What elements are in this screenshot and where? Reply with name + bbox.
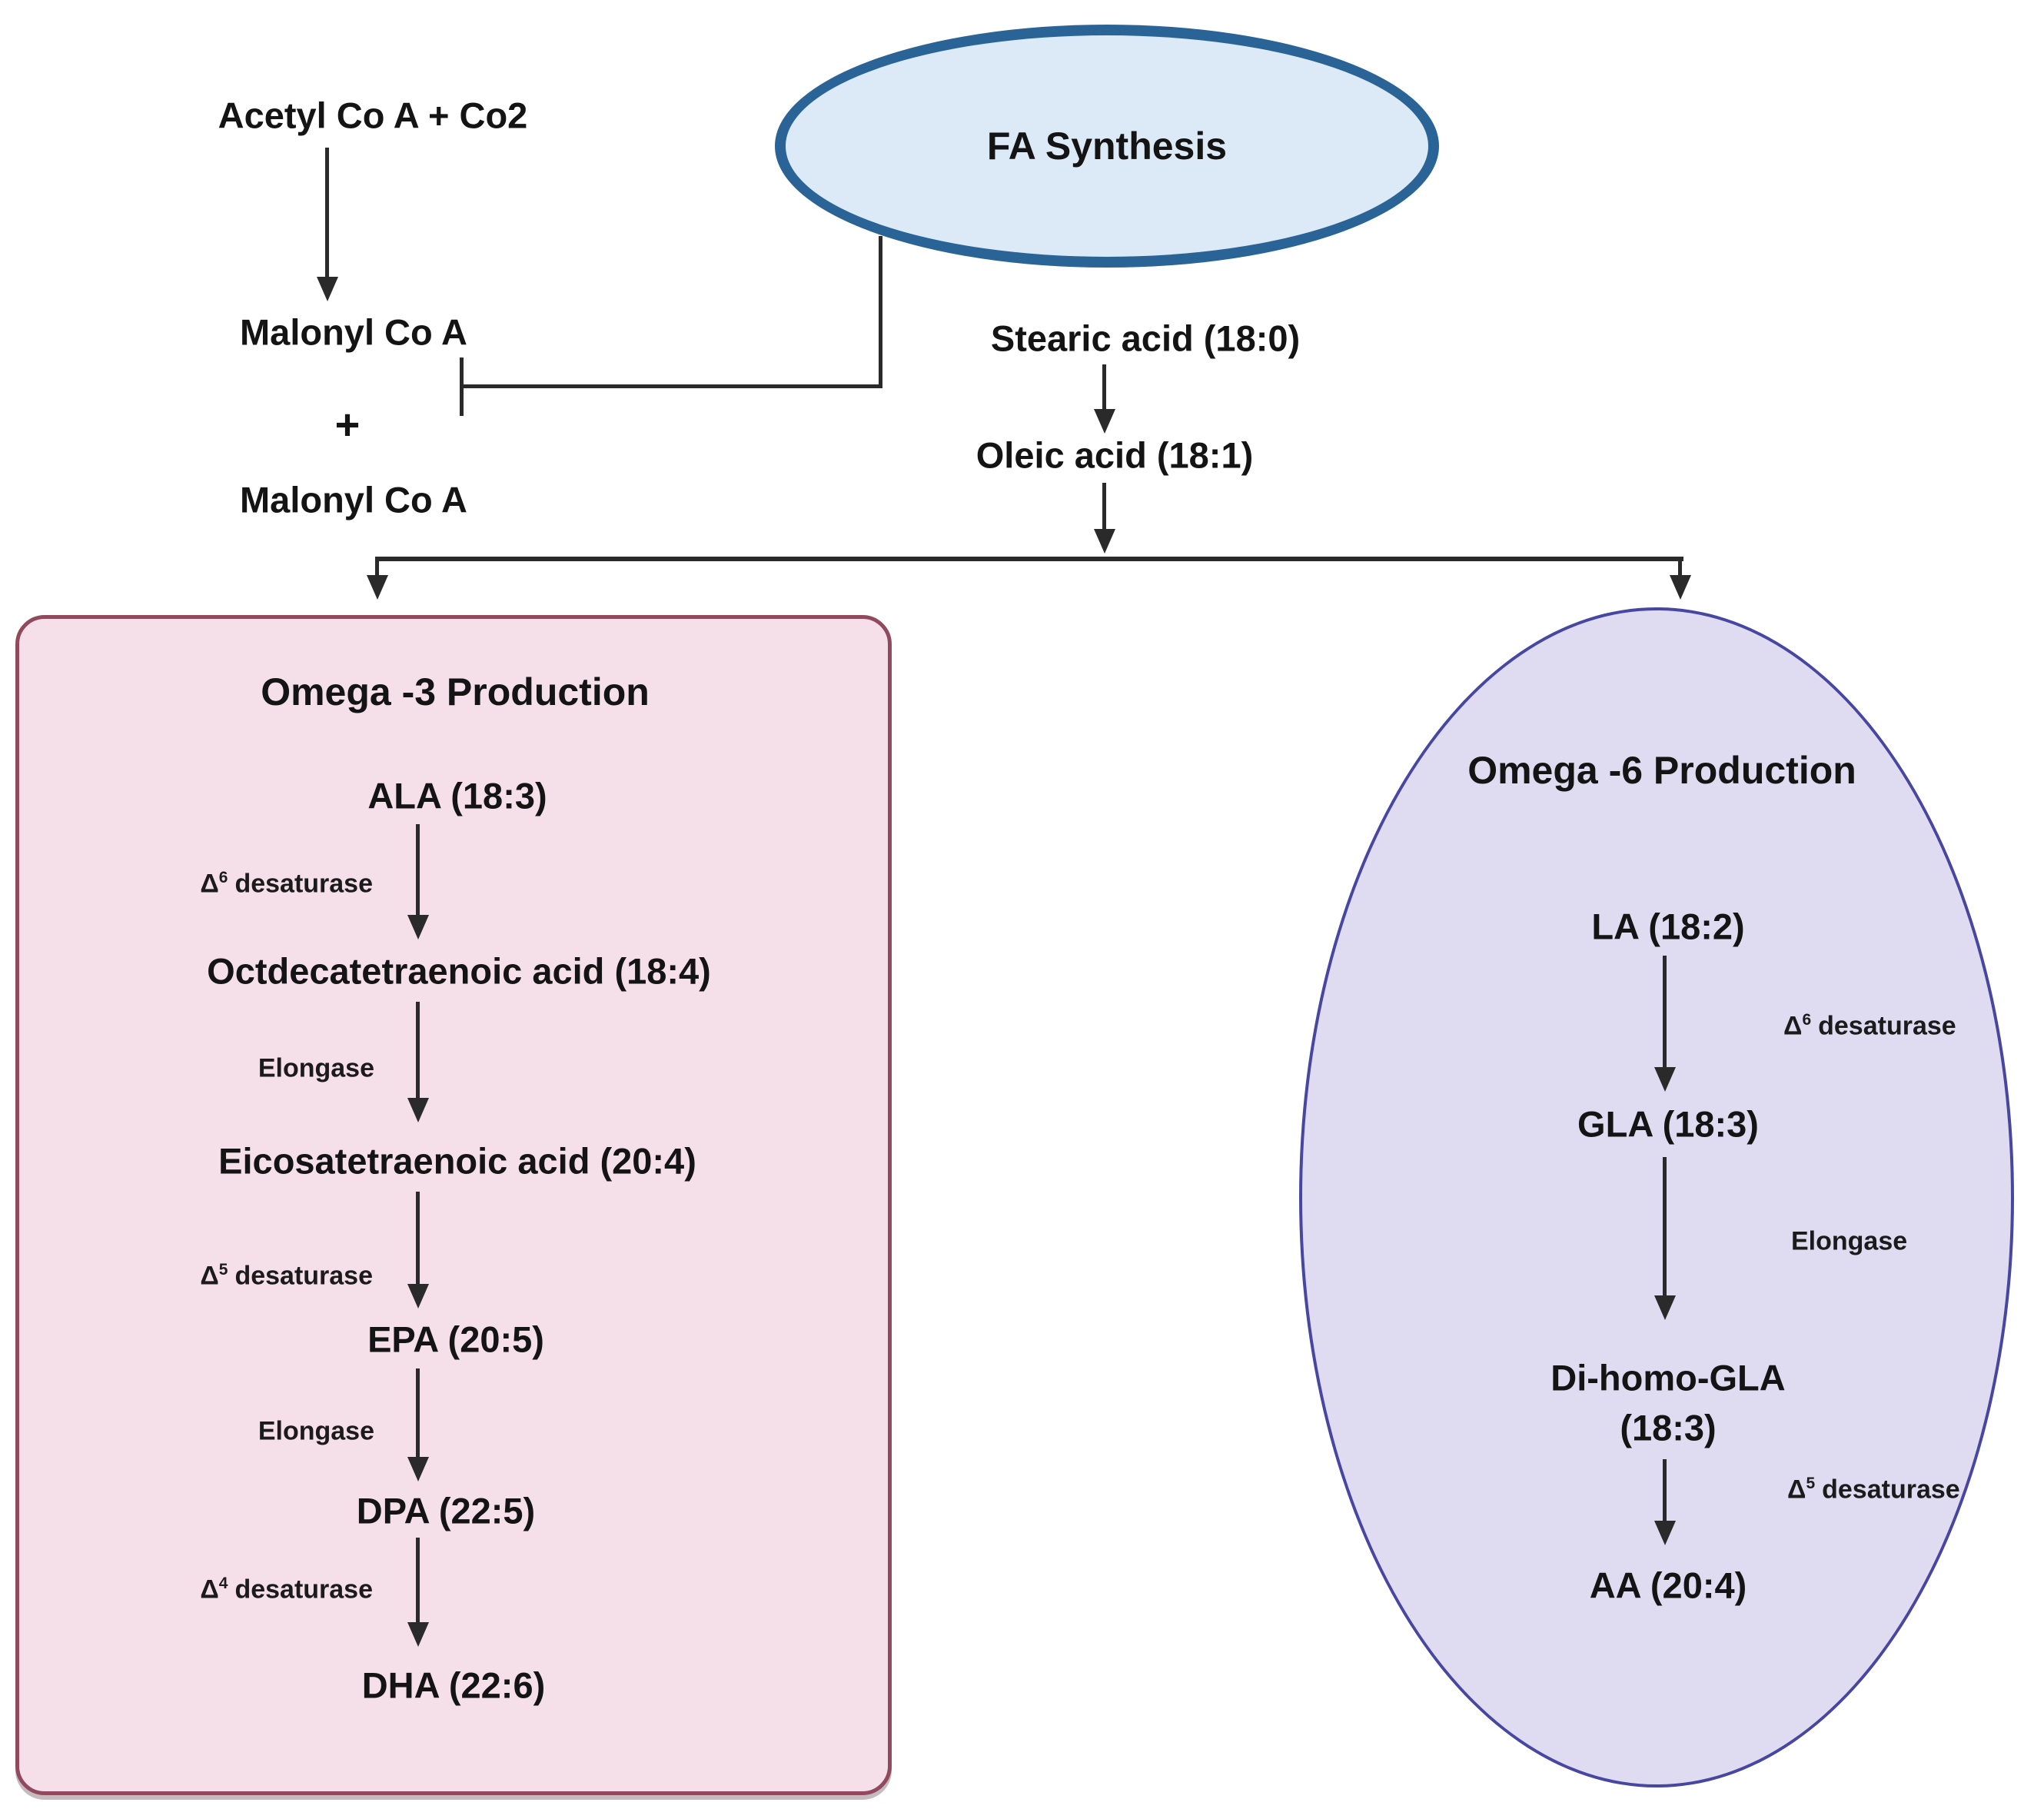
arrow-dihomo-line	[1663, 1459, 1667, 1521]
node-malonyl-coa-top: Malonyl Co A	[240, 311, 467, 353]
node-epa: EPA (20:5)	[367, 1319, 544, 1360]
omega3-production-box	[15, 615, 892, 1795]
arrow-epa-head	[407, 1457, 429, 1481]
arrow-ala-line	[416, 824, 420, 915]
inhibition-tbar-tick	[460, 357, 464, 416]
arrow-dpa-line	[416, 1538, 420, 1622]
node-la: LA (18:2)	[1591, 906, 1745, 947]
node-octdecatetraenoic: Octdecatetraenoic acid (18:4)	[207, 950, 711, 992]
node-aa: AA (20:4)	[1589, 1565, 1747, 1606]
node-acetyl-coa: Acetyl Co A + Co2	[218, 95, 528, 136]
node-malonyl-coa-bottom: Malonyl Co A	[240, 479, 467, 520]
arrow-epa-line	[416, 1368, 420, 1457]
node-gla: GLA (18:3)	[1577, 1103, 1759, 1145]
node-dpa: DPA (22:5)	[356, 1490, 536, 1531]
inhibition-line-vertical	[879, 236, 882, 388]
enzyme-elongase-1-omega3: Elongase	[258, 1053, 374, 1083]
arrow-gla-head	[1654, 1295, 1676, 1320]
omega6-production-ellipse	[1299, 607, 2014, 1787]
node-dihomo-gla-line2: (18:3)	[1620, 1407, 1717, 1448]
arrow-dpa-head	[407, 1622, 429, 1647]
node-eicosatetraenoic: Eicosatetraenoic acid (20:4)	[218, 1140, 696, 1182]
arrow-octdeca-line	[416, 1002, 420, 1098]
node-oleic-acid: Oleic acid (18:1)	[975, 434, 1254, 476]
arrow-eicosa-line	[416, 1192, 420, 1284]
inhibition-line-horizontal	[461, 384, 882, 388]
arrow-dihomo-head	[1654, 1521, 1676, 1545]
node-dihomo-gla-line1: Di-homo-GLA	[1550, 1357, 1786, 1398]
arrow-octdeca-head	[407, 1098, 429, 1122]
branch-right-stub	[1678, 557, 1682, 577]
arrow-gla-line	[1663, 1157, 1667, 1295]
plus-sign: +	[334, 400, 361, 449]
arrow-oleic-down-line	[1102, 483, 1106, 529]
branch-line	[375, 557, 1683, 561]
fa-synthesis-ellipse: FA Synthesis	[775, 25, 1439, 268]
node-ala: ALA (18:3)	[367, 775, 547, 816]
arrow-oleic-down-head	[1094, 529, 1115, 554]
enzyme-elongase-omega6: Elongase	[1791, 1226, 1908, 1256]
branch-left-arrowhead	[367, 575, 388, 600]
node-dha: DHA (22:6)	[361, 1664, 546, 1706]
branch-left-stub	[375, 557, 379, 577]
arrow-stearic-to-oleic-line	[1102, 364, 1106, 409]
arrow-la-line	[1663, 956, 1667, 1067]
arrow-stearic-to-oleic-head	[1094, 409, 1115, 434]
branch-right-arrowhead	[1670, 575, 1691, 600]
enzyme-elongase-2-omega3: Elongase	[258, 1416, 374, 1446]
omega3-title: Omega -3 Production	[261, 670, 650, 713]
arrow-ala-head	[407, 915, 429, 939]
node-stearic-acid: Stearic acid (18:0)	[990, 318, 1301, 359]
arrow-acetyl-to-malonyl-head	[317, 277, 338, 301]
arrow-la-head	[1654, 1067, 1676, 1092]
omega6-title: Omega -6 Production	[1467, 749, 1856, 792]
arrow-acetyl-to-malonyl-line	[325, 148, 329, 277]
fa-synthesis-label: FA Synthesis	[986, 125, 1228, 168]
arrow-eicosa-head	[407, 1284, 429, 1309]
